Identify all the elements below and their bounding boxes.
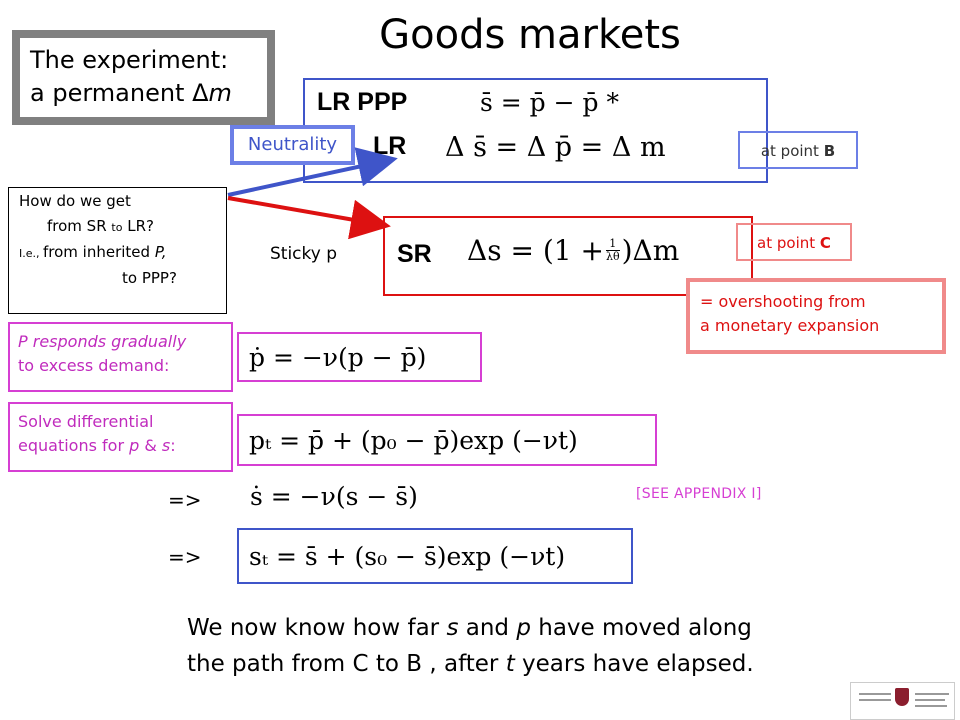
question-line4: to PPP?	[122, 269, 177, 287]
st-equation-box: sₜ = s̄ + (s₀ − s̄)exp (−νt)	[237, 528, 633, 584]
pdot-equation-box: ṗ = −ν(p − p̄)	[237, 332, 482, 382]
question-line2: from SR to LR?	[47, 217, 154, 235]
lr-ppp-label: LR PPP	[317, 88, 408, 116]
overshoot-line2: a monetary expansion	[700, 316, 880, 335]
question-line1: How do we get	[19, 192, 131, 210]
overshoot-line1: = overshooting from	[700, 292, 866, 311]
sr-equation-box: SR Δs = (1 + 1 λθ )Δm	[383, 216, 753, 296]
arrow-to-sr	[227, 196, 391, 240]
slide-title: Goods markets	[379, 12, 681, 58]
solve-line1: Solve differential	[18, 412, 154, 431]
arrow-to-lr	[227, 147, 398, 197]
lr-equation: Δ s̄ = Δ p̄ = Δ m	[445, 132, 666, 163]
sr-equation: Δs = (1 + 1 λθ )Δm	[467, 234, 680, 267]
pdot-equation: ṗ = −ν(p − p̄)	[249, 342, 427, 372]
sdot-equation: ṡ = −ν(s − s̄)	[250, 482, 418, 511]
question-box: How do we get from SR to LR? I.e., from …	[8, 187, 227, 314]
note-point-b: at point B	[738, 131, 858, 169]
lr-equation-box: LR PPP s̄ = p̄ − p̄ * LR Δ s̄ = Δ p̄ = Δ…	[303, 78, 768, 183]
implies-arrow-2: =>	[168, 545, 202, 569]
p-gradual-line1: P responds gradually	[18, 332, 187, 351]
university-logo	[850, 682, 955, 720]
experiment-line2: a permanent Δm	[30, 79, 232, 107]
p-gradual-line2: to excess demand:	[18, 356, 170, 375]
question-line3: I.e., from inherited P,	[19, 243, 167, 261]
pt-equation-box: pₜ = p̄ + (p₀ − p̄)exp (−νt)	[237, 414, 657, 466]
overshooting-note: = overshooting from a monetary expansion	[686, 278, 946, 354]
conclusion-line1: We now know how far s and p have moved a…	[187, 615, 752, 641]
conclusion-line2: the path from C to B , after t years hav…	[187, 651, 754, 677]
implies-arrow-1: =>	[168, 488, 202, 512]
experiment-box: The experiment: a permanent Δm	[12, 30, 275, 125]
st-equation: sₜ = s̄ + (s₀ − s̄)exp (−νt)	[249, 541, 566, 571]
sticky-p-label: Sticky p	[270, 244, 338, 264]
conclusion-text: We now know how far s and p have moved a…	[187, 610, 847, 682]
sr-label: SR	[397, 240, 432, 268]
pt-equation: pₜ = p̄ + (p₀ − p̄)exp (−νt)	[249, 425, 578, 455]
solve-line2: equations for p & s:	[18, 436, 176, 455]
experiment-line1: The experiment:	[30, 46, 229, 74]
appendix-reference: [SEE APPENDIX I]	[636, 486, 762, 502]
note-point-c: at point C	[736, 223, 852, 261]
solve-box: Solve differential equations for p & s:	[8, 402, 233, 472]
neutrality-label: Neutrality	[230, 125, 355, 165]
p-gradual-box: P responds gradually to excess demand:	[8, 322, 233, 392]
lr-ppp-equation: s̄ = p̄ − p̄ *	[480, 88, 619, 117]
